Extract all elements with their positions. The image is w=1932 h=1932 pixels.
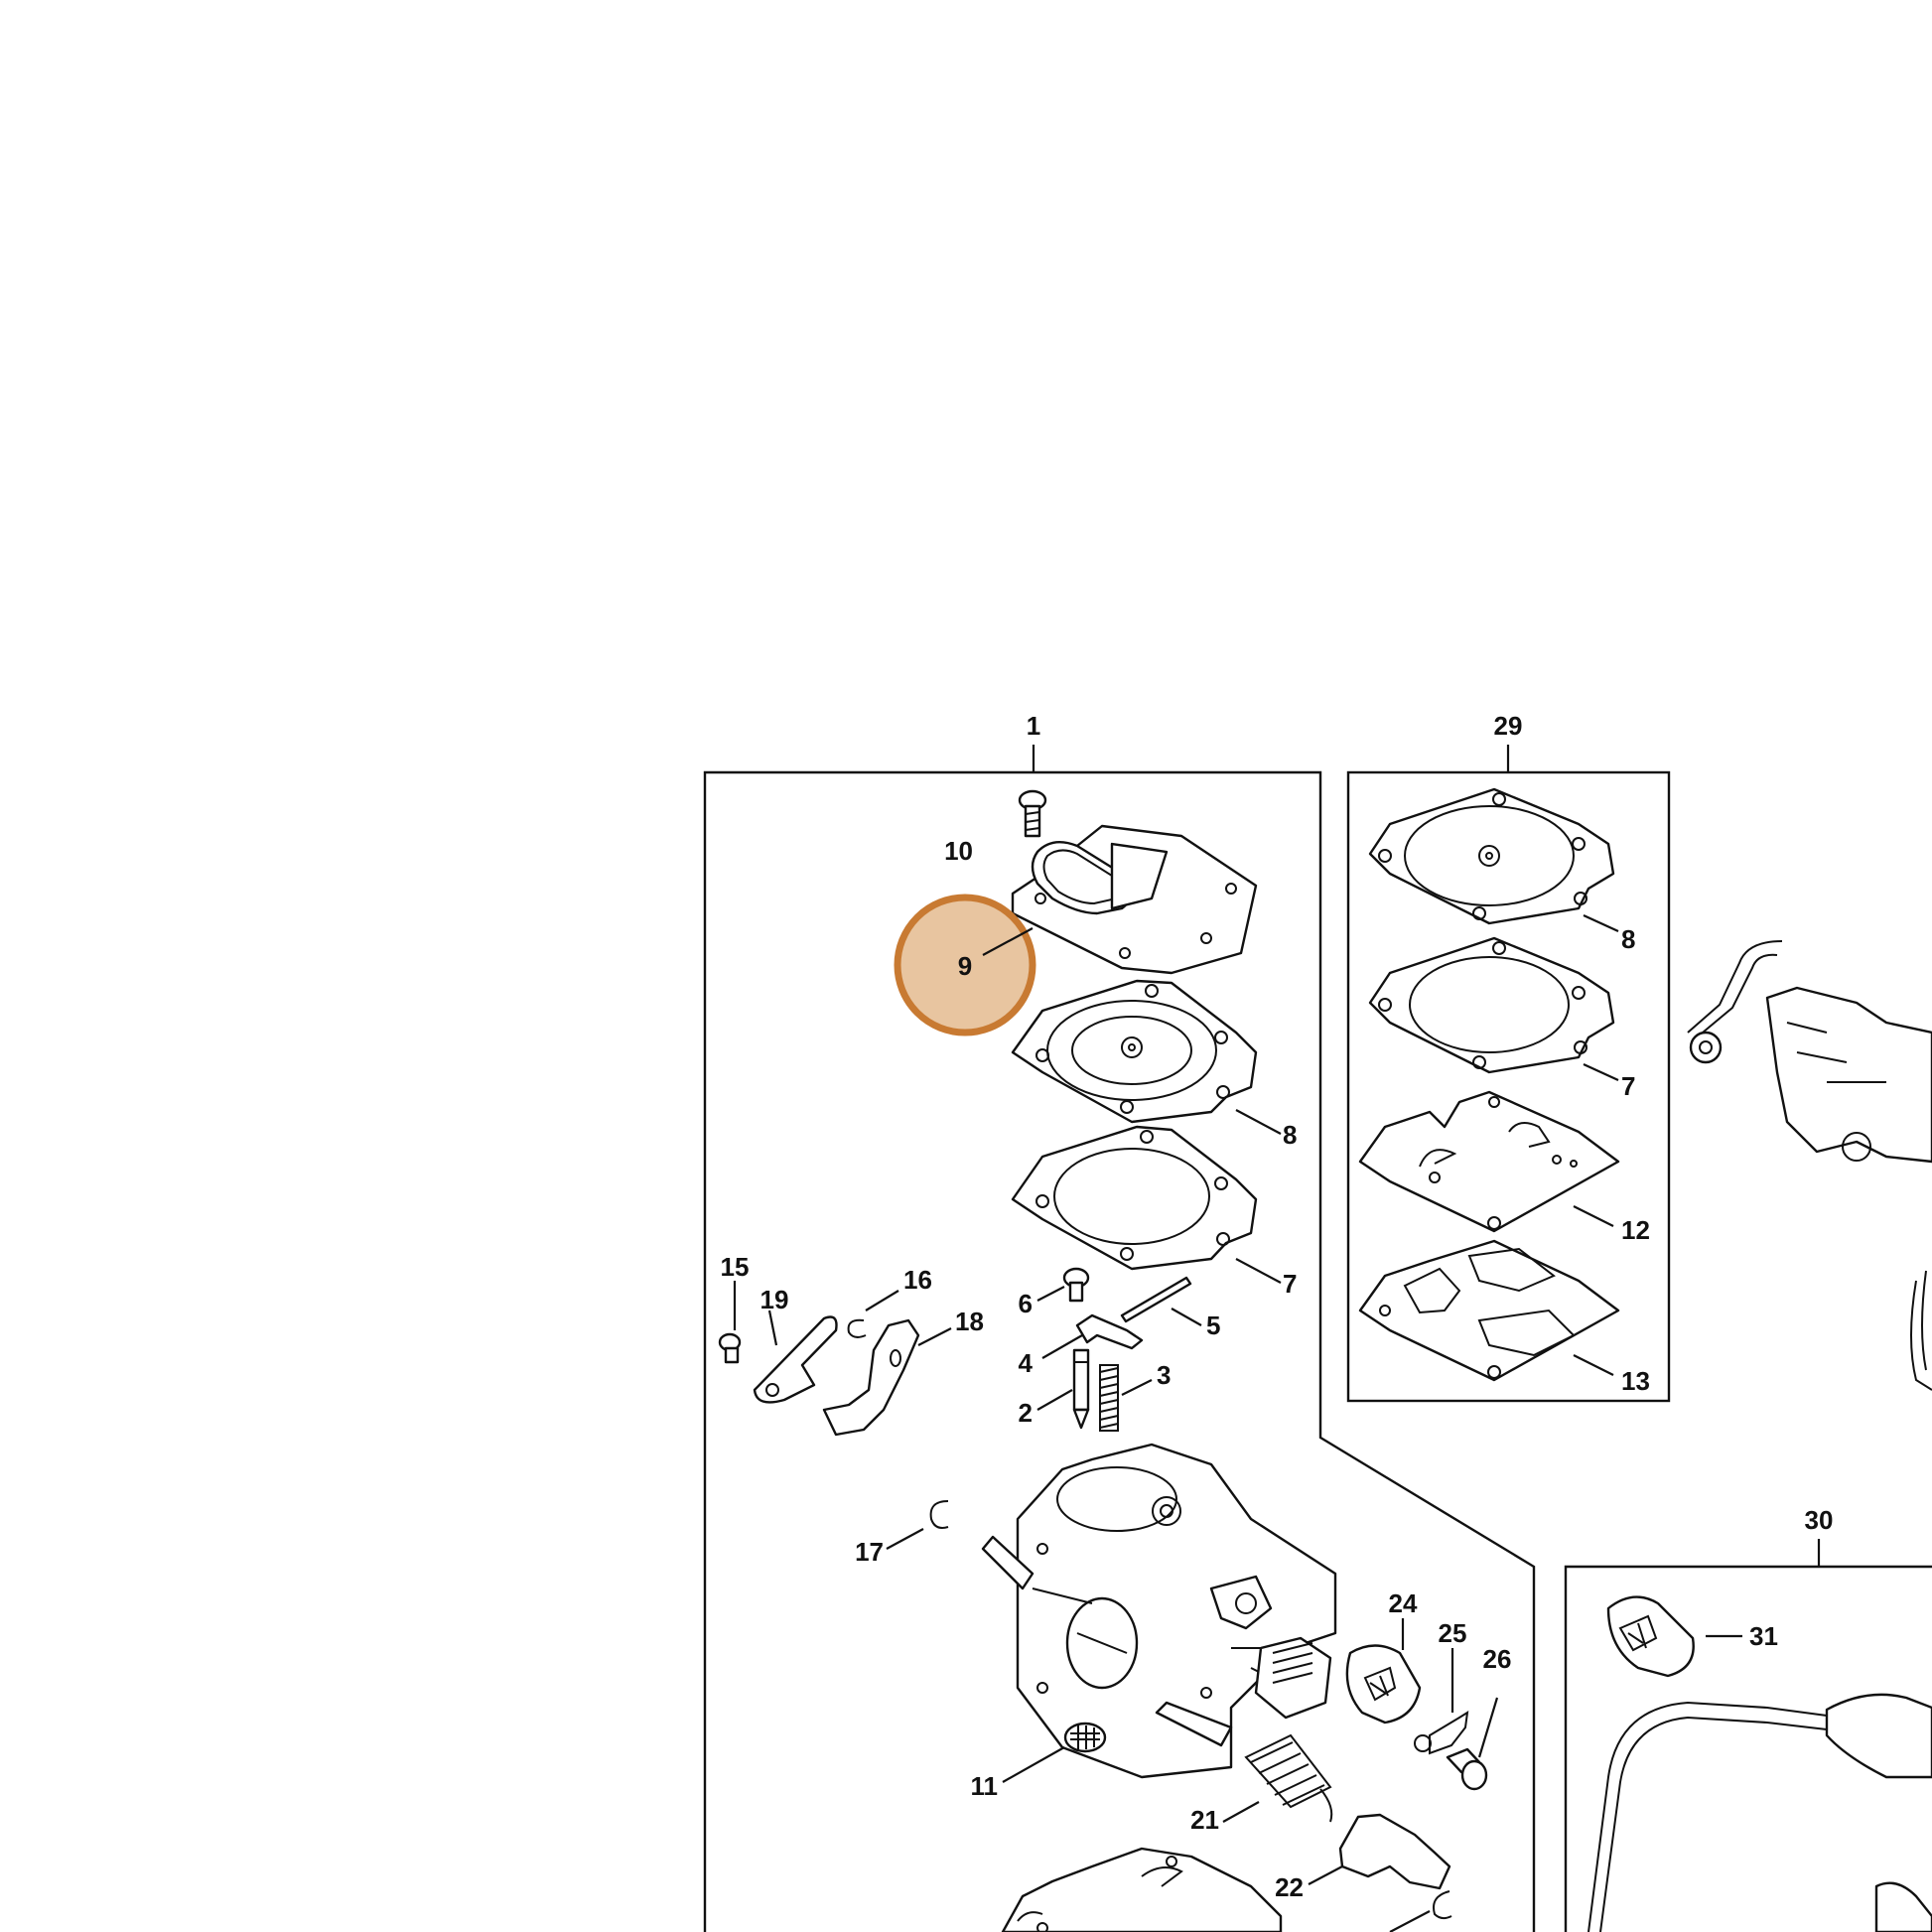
frame-kit-30: [1564, 1565, 1932, 1932]
carburetor-body[interactable]: [981, 1443, 1337, 1779]
callout-9: 9: [958, 951, 972, 981]
callout-1: 1: [1027, 711, 1040, 741]
part-8-diaphragm[interactable]: [1011, 979, 1258, 1124]
part-7-gasket[interactable]: [1011, 1125, 1258, 1271]
part-10-screw[interactable]: [1018, 789, 1047, 838]
callout-25: 25: [1439, 1618, 1467, 1648]
callout-24: 24: [1389, 1588, 1418, 1618]
part-18-lever[interactable]: [822, 1318, 920, 1437]
callout-29-13: 13: [1621, 1366, 1650, 1396]
part-26-screw[interactable]: [1446, 1747, 1488, 1791]
callout-30: 30: [1805, 1505, 1834, 1535]
callout-19: 19: [760, 1285, 789, 1314]
callout-11: 11: [971, 1771, 999, 1801]
part-11-screen[interactable]: [1063, 1722, 1107, 1753]
callout-17: 17: [855, 1537, 884, 1567]
callout-29-7: 7: [1621, 1071, 1635, 1101]
part-3-spring[interactable]: [1099, 1364, 1119, 1432]
kit-29-part-13[interactable]: [1358, 1239, 1620, 1382]
part-16-clip[interactable]: [847, 1318, 867, 1338]
part-clip-bottom[interactable]: [1433, 1890, 1452, 1920]
part-24-cap[interactable]: [1345, 1644, 1422, 1725]
right-edge-assembly[interactable]: [1687, 940, 1932, 1391]
part-lower-gasket[interactable]: [1001, 1847, 1283, 1932]
callout-10: 10: [944, 836, 973, 866]
callout-8: 8: [1283, 1120, 1297, 1150]
kit-29-part-12[interactable]: [1358, 1090, 1620, 1233]
part-2-needle[interactable]: [1072, 1348, 1090, 1430]
kit-30-part-31[interactable]: [1606, 1595, 1695, 1678]
callout-2: 2: [1019, 1398, 1033, 1428]
callout-26: 26: [1483, 1644, 1512, 1674]
callout-18: 18: [955, 1307, 984, 1336]
part-21-spring[interactable]: [1244, 1733, 1333, 1823]
callout-29: 29: [1494, 711, 1523, 741]
part-17-clip[interactable]: [929, 1500, 949, 1529]
callout-22: 22: [1275, 1872, 1304, 1902]
callout-5: 5: [1206, 1311, 1220, 1340]
callout-6: 6: [1019, 1289, 1033, 1318]
part-4-lever[interactable]: [1075, 1313, 1144, 1350]
part-22-lever[interactable]: [1338, 1813, 1451, 1890]
callout-31: 31: [1749, 1621, 1778, 1651]
kit-30-fuel-line[interactable]: [1587, 1693, 1932, 1932]
callout-16: 16: [903, 1265, 932, 1295]
callout-3: 3: [1157, 1360, 1171, 1390]
part-25-clip[interactable]: [1414, 1711, 1469, 1755]
callout-29-8: 8: [1621, 924, 1635, 954]
part-5-pin[interactable]: [1120, 1276, 1192, 1323]
part-19-lever[interactable]: [753, 1315, 838, 1404]
part-6-screw[interactable]: [1062, 1267, 1090, 1303]
callout-21: 21: [1190, 1805, 1219, 1835]
callout-4: 4: [1019, 1348, 1034, 1378]
callout-7: 7: [1283, 1269, 1297, 1299]
frame-assembly-1: [703, 770, 1536, 1932]
kit-29-part-7[interactable]: [1368, 936, 1615, 1074]
carb-adjusting-screw[interactable]: [1254, 1636, 1332, 1720]
callout-29-12: 12: [1621, 1215, 1650, 1245]
highlight-part-9: [894, 894, 1036, 1036]
callout-labels: 1 29 10 9 8 7 6 5 4 3 2 15 19 16 18 17 1…: [721, 711, 1834, 1902]
kit-29-part-8[interactable]: [1368, 787, 1615, 925]
callout-15: 15: [721, 1252, 750, 1282]
part-15-screw[interactable]: [718, 1332, 742, 1364]
part-9-cover[interactable]: [1011, 824, 1258, 975]
